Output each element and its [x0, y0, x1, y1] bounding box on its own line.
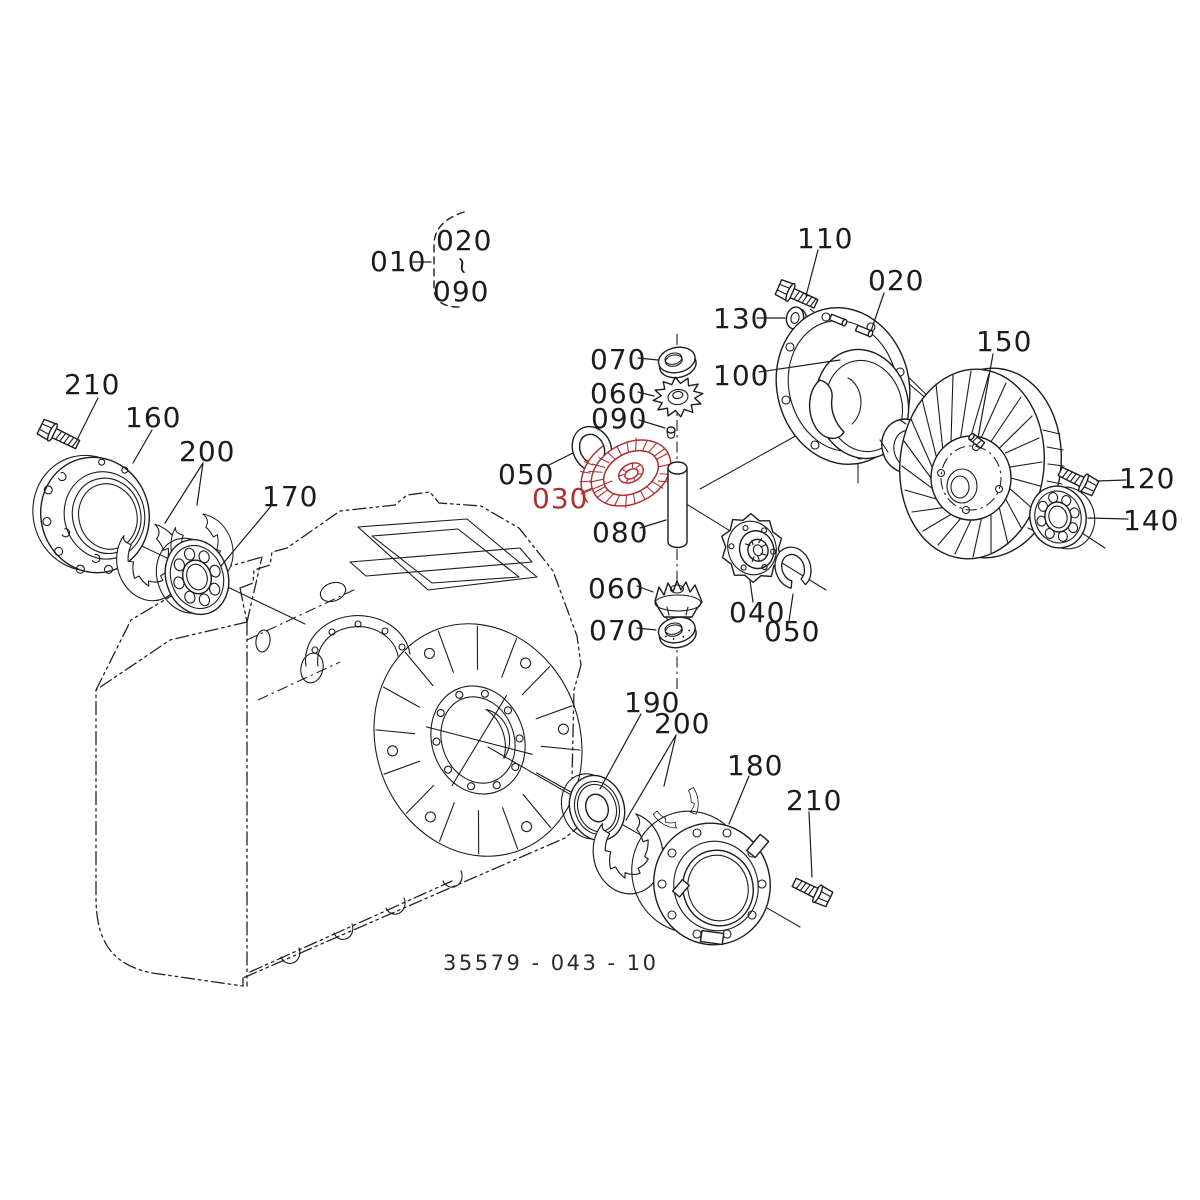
- housing-web-ring: [373, 623, 583, 857]
- part-bolt-210-topleft: [36, 418, 81, 450]
- part-differential-case-020: [775, 307, 931, 474]
- callout-110[interactable]: 110: [797, 222, 854, 255]
- callout-060-top[interactable]: 060: [590, 377, 647, 410]
- callout-130[interactable]: 130: [713, 302, 770, 335]
- part-bolt-210-bottom: [791, 877, 834, 908]
- part-shim-200-bottom-a: [592, 813, 664, 895]
- part-bevel-pinion-060-bottom: [654, 580, 703, 623]
- part-bolt-120: [1057, 466, 1100, 497]
- part-shim-200-bottom-b: [652, 787, 699, 829]
- part-bearing-case-180: [631, 810, 771, 946]
- part-snap-ring-050-right: [774, 546, 812, 589]
- part-pinion-shaft-080: [667, 461, 688, 549]
- part-bearing-case-160: [32, 454, 151, 574]
- bracket-range-start: 020: [436, 224, 493, 257]
- part-pin-090: [666, 426, 676, 439]
- group-bracket-010: [433, 211, 465, 308]
- part-knock-pin-150: [968, 432, 986, 449]
- housing-top-opening: [349, 518, 538, 591]
- part-ball-bearing-190: [560, 773, 626, 842]
- callout-050-right[interactable]: 050: [764, 615, 821, 648]
- bracket-range-end: 090: [433, 275, 490, 308]
- callout-060-bottom[interactable]: 060: [588, 572, 645, 605]
- callout-210-bottom[interactable]: 210: [786, 784, 843, 817]
- part-ball-bearing-140: [1029, 485, 1096, 550]
- callout-160[interactable]: 160: [125, 401, 182, 434]
- callout-090[interactable]: 090: [591, 402, 648, 435]
- callout-070-top[interactable]: 070: [590, 343, 647, 376]
- part-bevel-gear-030-highlighted: [579, 437, 674, 509]
- ring-gear-teeth: [901, 370, 1043, 558]
- part-ring-gear-150: [899, 367, 1065, 560]
- callout-030-highlighted[interactable]: 030: [532, 482, 589, 515]
- callout-210-topleft[interactable]: 210: [64, 368, 121, 401]
- part-ball-bearing-170: [155, 537, 230, 616]
- callout-020[interactable]: 020: [868, 264, 925, 297]
- callout-150[interactable]: 150: [976, 325, 1033, 358]
- callout-200-bottom[interactable]: 200: [654, 707, 711, 740]
- part-collar-070-bottom: [657, 616, 697, 649]
- housing-bearing-arch: [304, 615, 411, 667]
- callout-080[interactable]: 080: [592, 516, 649, 549]
- callout-190[interactable]: 190: [624, 686, 681, 719]
- callout-170[interactable]: 170: [262, 480, 319, 513]
- housing-gasket-flange: [425, 685, 533, 795]
- part-bevel-pinion-060-top: [652, 376, 704, 418]
- callout-050-left[interactable]: 050: [498, 458, 555, 491]
- callout-140[interactable]: 140: [1123, 504, 1180, 537]
- callout-120[interactable]: 120: [1119, 462, 1176, 495]
- part-side-gear-040: [721, 512, 783, 584]
- callout-200-left[interactable]: 200: [179, 435, 236, 468]
- leader-lines: [76, 249, 1129, 878]
- drawing-number: 35579 - 043 - 10: [443, 951, 659, 975]
- callout-070-bottom[interactable]: 070: [589, 614, 646, 647]
- callout-180[interactable]: 180: [727, 749, 784, 782]
- part-collar-070-top: [657, 346, 697, 379]
- callout-010[interactable]: 010: [370, 245, 427, 278]
- part-bolt-110: [774, 279, 819, 309]
- callout-100[interactable]: 100: [713, 359, 770, 392]
- transmission-housing-outline: [95, 491, 584, 987]
- callout-040[interactable]: 040: [729, 596, 786, 629]
